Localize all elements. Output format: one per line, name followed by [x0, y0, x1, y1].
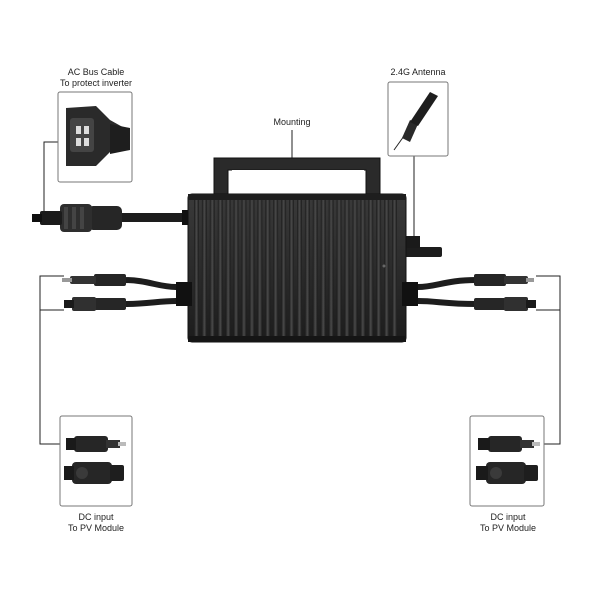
ac-cable-subtitle: To protect inverter: [59, 78, 133, 88]
heat-sink-fin: [384, 198, 390, 338]
heat-sink-fin: [320, 198, 326, 338]
leader-ac: [43, 141, 58, 218]
dc-left-subtitle: To PV Module: [67, 523, 125, 533]
heat-sink-fin: [265, 198, 271, 338]
label-antenna: 2.4G Antenna: [378, 67, 458, 78]
heat-sink-fin: [289, 198, 294, 338]
heat-sink-fin: [368, 198, 374, 338]
dc-right-title: DC input: [490, 512, 526, 522]
callout-ac-connector: [57, 91, 133, 183]
callout-antenna: [387, 81, 449, 157]
label-ac-bus-cable: AC Bus Cable To protect inverter: [48, 67, 144, 89]
mounting-bracket: [213, 157, 381, 197]
callout-dc-left: [59, 415, 133, 507]
leader-dc-left: [39, 275, 64, 311]
heat-sink-fin: [392, 198, 397, 338]
ac-cable-title: AC Bus Cable: [67, 67, 125, 77]
heat-sink-fin: [249, 198, 255, 338]
leader-lines: [39, 130, 561, 445]
heat-sink-fin: [233, 198, 239, 338]
heat-sink-fin: [241, 198, 247, 338]
label-dc-right: DC input To PV Module: [462, 512, 554, 534]
dc-left-title: DC input: [78, 512, 114, 522]
heat-sink-fin: [281, 198, 287, 338]
heat-sink-fin: [257, 198, 263, 338]
leader-dc-right: [536, 275, 561, 311]
callout-dc-right: [469, 415, 545, 507]
label-mounting: Mounting: [252, 117, 332, 128]
heat-sink-fin: [273, 198, 279, 338]
heat-sink-fin: [336, 198, 342, 338]
label-dc-left: DC input To PV Module: [50, 512, 142, 534]
dc-cables-right: [402, 274, 536, 311]
heat-sink-fin: [376, 198, 382, 338]
heat-sink-fin: [328, 198, 334, 338]
heat-sink-fin: [360, 198, 366, 338]
heat-sink-fin: [201, 198, 207, 338]
dc-right-subtitle: To PV Module: [479, 523, 537, 533]
mounting-title: Mounting: [273, 117, 311, 127]
heat-sink-fin: [194, 198, 199, 338]
heat-sink-fin: [217, 198, 223, 338]
heat-sink-fin: [344, 198, 350, 338]
heat-sink-fin: [209, 198, 215, 338]
antenna-title: 2.4G Antenna: [390, 67, 446, 77]
antenna-stub: [404, 236, 442, 257]
inverter-body: [187, 193, 407, 343]
heat-sink-fin: [225, 198, 231, 338]
heat-sink-fin: [304, 198, 310, 338]
heat-sink-fin: [352, 198, 358, 338]
dc-cables-left: [62, 274, 192, 311]
heat-sink-fin: [297, 198, 302, 338]
ac-bus-cable: [32, 204, 192, 232]
heat-sink-fin: [312, 198, 318, 338]
